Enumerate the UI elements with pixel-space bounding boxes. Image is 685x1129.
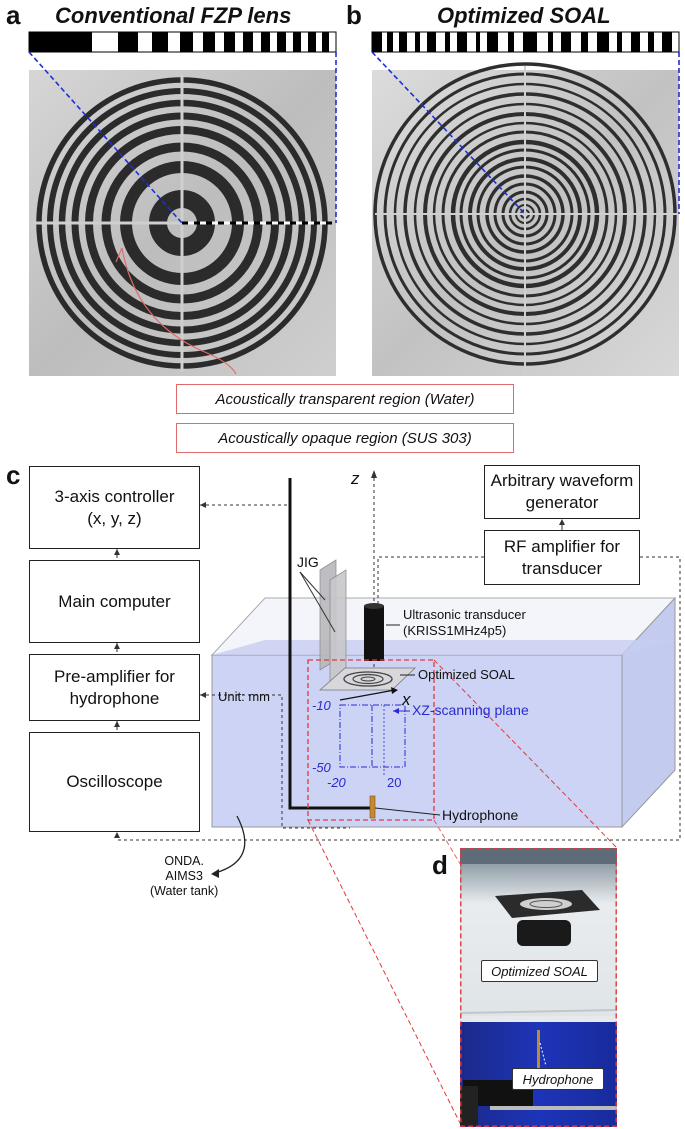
tick-x-left: -20 — [327, 775, 346, 790]
ultrasonic-transducer — [364, 603, 400, 661]
controller-label-line1: 3-axis controller — [54, 486, 175, 506]
photo-hydrophone-tag: Hydrophone — [512, 1068, 604, 1090]
hydrophone-device — [369, 795, 441, 819]
rf-label-line2: transducer — [521, 558, 603, 578]
awg-label-line1: Arbitrary waveform — [490, 471, 634, 490]
oscilloscope-box: Oscilloscope — [29, 732, 200, 832]
transducer-label: Ultrasonic transducer (KRISS1MHz4p5) — [403, 607, 526, 639]
preamp-label-line2: hydrophone — [69, 688, 160, 708]
hydrophone-label: Hydrophone — [442, 807, 519, 823]
preamp-box: Pre-amplifier for hydrophone — [29, 654, 200, 721]
scan-plane-label: XZ-scanning plane — [412, 702, 529, 718]
panel-letter-a: a — [6, 0, 21, 30]
unit-label: Unit: mm — [218, 689, 270, 704]
soal-label: Optimized SOAL — [418, 667, 515, 682]
xz-scanning-plane — [339, 704, 410, 775]
fzp-lens-graphic — [28, 31, 337, 376]
callout-opaque-region: Acoustically opaque region (SUS 303) — [176, 423, 514, 453]
awg-label-line2: generator — [525, 493, 599, 512]
jig-label: JIG — [297, 554, 319, 570]
photo-soal-tag: Optimized SOAL — [481, 960, 598, 982]
tank-label-line3: (Water tank) — [150, 884, 219, 898]
controller-label-line2: (x, y, z) — [87, 508, 142, 528]
transducer-label-line1: Ultrasonic transducer — [403, 607, 526, 622]
rf-label-line1: RF amplifier for — [503, 536, 621, 556]
transducer-label-line2: (KRISS1MHz4p5) — [403, 623, 507, 638]
axis-x-label: x — [402, 690, 411, 709]
axis-z-label: z — [351, 469, 360, 488]
experimental-setup-diagram — [114, 470, 681, 1128]
fzp-zone-bar — [28, 31, 337, 53]
panel-a-title: Conventional FZP lens — [55, 3, 292, 28]
soal-lens-graphic — [371, 31, 680, 376]
tick-z-bottom: -50 — [312, 760, 331, 775]
callout-transparent-region: Acoustically transparent region (Water) — [176, 384, 514, 414]
tick-x-right: 20 — [387, 775, 402, 790]
controller-box: 3-axis controller (x, y, z) — [29, 466, 200, 549]
panel-b-title: Optimized SOAL — [437, 3, 611, 28]
water-tank — [210, 596, 677, 829]
computer-box: Main computer — [29, 560, 200, 643]
panel-letter-d: d — [432, 850, 448, 880]
rf-amplifier-box: RF amplifier for transducer — [484, 530, 640, 585]
tank-label-line1: ONDA. — [164, 854, 204, 868]
soal-zone-bar — [371, 31, 680, 53]
panel-letter-b: b — [346, 0, 362, 30]
preamp-label-line1: Pre-amplifier for — [54, 666, 175, 686]
soal-plate — [318, 667, 416, 691]
awg-box: Arbitrary waveform generator — [484, 465, 640, 519]
panel-letter-c: c — [6, 460, 21, 490]
tick-z-top: -10 — [312, 698, 331, 713]
water-tank-label: ONDA. AIMS3 (Water tank) — [150, 854, 218, 899]
tank-label-line2: AIMS3 — [165, 869, 203, 883]
region-of-interest — [307, 659, 435, 821]
